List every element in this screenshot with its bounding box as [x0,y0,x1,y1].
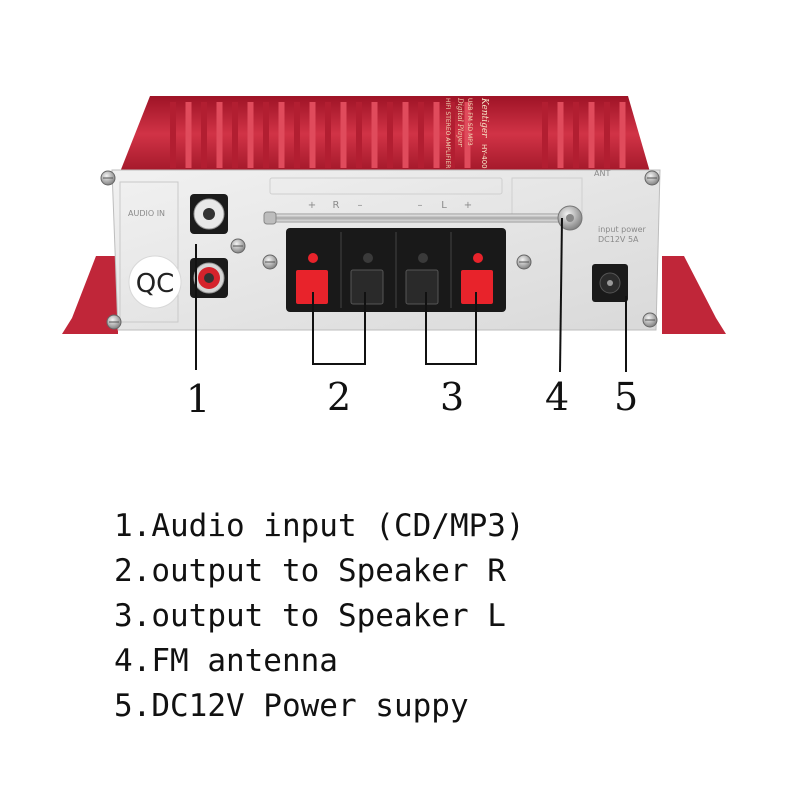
panel-screws [100,170,660,330]
terminal-r-plus [296,253,328,304]
screw-icon [262,254,278,270]
speaker-terminal-block [286,228,506,312]
terminal-l-plus [461,253,493,304]
heatsink-fin [557,102,564,168]
legend-item-fm-antenna: 4.FM antenna [114,643,338,679]
audio-in-label: AUDIO IN [128,209,165,218]
right-mount-flange [662,256,726,334]
qc-sticker-text: QC [136,269,175,299]
power-label-1: input power [598,225,647,234]
screw-icon [642,312,658,328]
heatsink-fin [185,102,192,168]
leader-line-2 [312,292,366,365]
heatsink-fin [356,102,362,168]
heatsink-fin [294,102,300,168]
legend-item-speaker-l: 3.output to Speaker L [114,598,506,634]
callout-number-3: 3 [440,375,465,419]
screw-icon [106,314,122,330]
callout-number-2: 2 [327,375,352,419]
heatsink-fin [170,102,176,168]
terminal-r-minus [350,253,384,305]
heatsink-fin [201,102,207,168]
top-line1-text: USB FM SD MP3 [466,98,473,146]
dc-power-jack [592,264,628,302]
heatsink-fin [387,102,393,168]
heatsink-fin [278,102,285,168]
heatsink-fin [418,102,424,168]
left-mount-flange [62,256,118,334]
polarity-mark: – [358,200,363,211]
terminal-l-minus [405,253,439,305]
callout-number-1: 1 [186,377,211,421]
heatsink-fin [325,102,331,168]
polarity-marks: + R – – L + [308,200,472,211]
heatsink-fin [402,102,409,168]
polarity-mark: L [441,200,447,211]
polarity-mark: R [333,200,340,211]
legend-item-dc-power: 5.DC12V Power suppy [114,688,469,724]
polarity-mark: + [308,200,316,211]
rca-jack-white [190,194,228,234]
amplifier-rear-panel: Kentiger HY-400 USB FM SD MP3 Digital Pl… [62,96,726,373]
heatsink-fin [619,102,626,168]
heatsink-fin [216,102,223,168]
polarity-mark: – [418,200,423,211]
rca-jack-red [190,258,228,298]
qc-sticker: QC [128,255,182,309]
screw-icon [230,238,246,254]
heatsink-fin [247,102,254,168]
red-heatsink-body: Kentiger HY-400 USB FM SD MP3 Digital Pl… [62,96,726,334]
heatsink-fin [232,102,238,168]
top-line3-text: HIFI STEREO AMPLIFIER [444,98,451,168]
heatsink-fin [542,102,548,168]
ant-label: ANT [594,169,610,178]
top-label: Kentiger HY-400 USB FM SD MP3 Digital Pl… [444,97,489,169]
heatsink-fin [263,102,269,168]
heatsink-fin [433,102,440,168]
heatsink-fin [340,102,347,168]
power-label-2: DC12V 5A [598,235,639,244]
legend-item-speaker-r: 2.output to Speaker R [114,553,506,589]
top-brand-text: Kentiger [479,97,489,138]
screw-icon [644,170,660,186]
screw-icon [516,254,532,270]
heatsink-fin [371,102,378,168]
leader-line-3 [425,292,477,365]
heatsink-fin [604,102,610,168]
top-model-text: HY-400 [480,144,488,169]
heatsink-fin [449,102,455,168]
callout-number-4: 4 [545,375,570,419]
legend-list: 1.Audio input (CD/MP3) 2.output to Speak… [114,504,525,729]
screw-icon [100,170,116,186]
polarity-mark: + [464,200,472,211]
top-line2-text: Digital Player [456,97,464,147]
legend-item-audio-input: 1.Audio input (CD/MP3) [114,508,525,544]
heatsink-fin [588,102,595,168]
callout-number-5: 5 [614,375,639,419]
heatsink-fin [573,102,579,168]
heatsink-fin [464,102,471,168]
callout-lines [195,217,627,373]
heatsink-fin [309,102,316,168]
leader-line-4 [559,217,563,373]
